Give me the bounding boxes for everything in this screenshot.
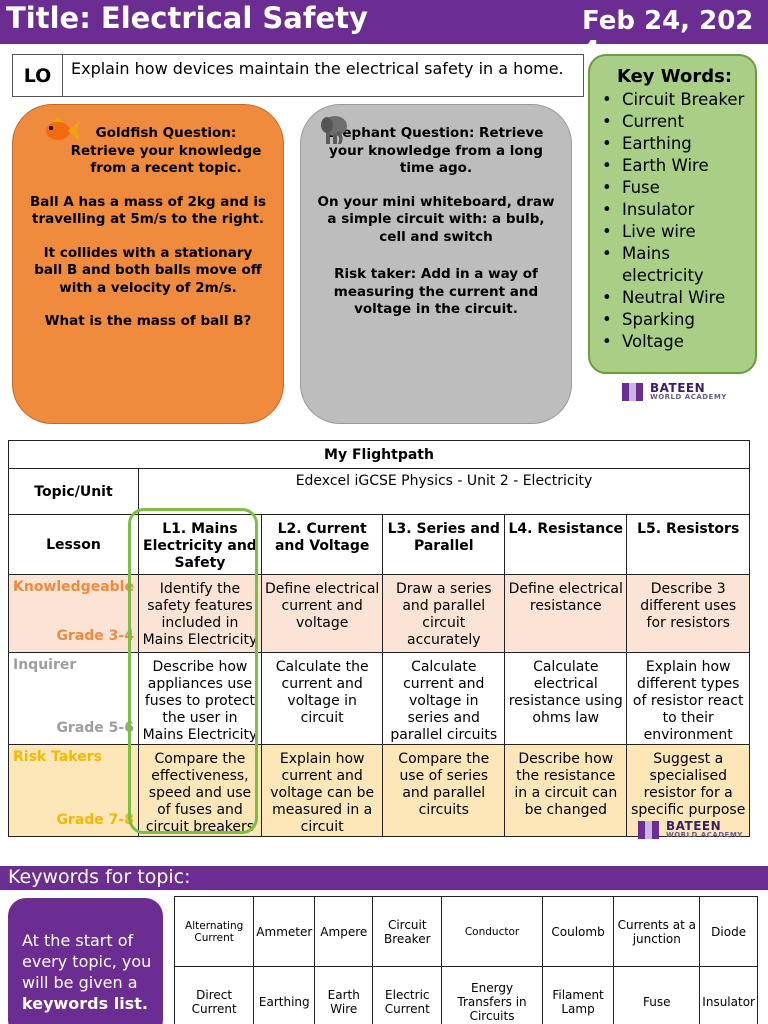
flightpath-table: My Flightpath Topic/Unit Edexcel iGCSE P… — [8, 440, 751, 837]
keywords-section-bar: Keywords for topic: — [0, 866, 768, 890]
key-word-item: Fuse — [602, 177, 747, 199]
keyword-cell: Ampere — [314, 896, 374, 967]
logo-sub: WORLD ACADEMY — [666, 831, 743, 839]
key-word-item: Current — [602, 111, 747, 133]
keyword-cell: Energy Transfers in Circuits — [441, 966, 543, 1024]
table-cell: Calculate current and voltage in series … — [382, 652, 506, 745]
table-cell: Calculate the current and voltage in cir… — [260, 652, 384, 745]
table-cell: Compare the effectiveness, speed and use… — [137, 744, 262, 837]
keyword-cell: Diode — [699, 896, 758, 967]
table-cell: Identify the safety features included in… — [137, 574, 262, 653]
keywords-table: Alternating Current Ammeter Ampere Circu… — [173, 896, 758, 1024]
school-logo: BATEEN WORLD ACADEMY — [638, 820, 743, 839]
table-cell: Describe 3 different uses for resistors — [626, 574, 750, 653]
keywords-note: At the start of every topic, you will be… — [8, 898, 163, 1024]
keyword-cell: Fuse — [613, 966, 701, 1024]
key-word-item: Earthing — [602, 133, 747, 155]
key-word-item: Live wire — [602, 221, 747, 243]
table-cell: Draw a series and parallel circuit accur… — [382, 574, 506, 653]
row-label: Risk Takers — [13, 749, 102, 765]
row-grade: Grade 5-6 — [56, 720, 134, 736]
keyword-cell: Insulator — [699, 966, 758, 1024]
elephant-icon — [321, 116, 347, 144]
logo-name: BATEEN — [666, 819, 722, 833]
elephant-text-1: On your mini whiteboard, draw a simple c… — [317, 193, 555, 245]
table-cell: Explain how current and voltage can be m… — [260, 744, 384, 837]
key-words-title: Key Words: — [616, 66, 733, 87]
table-cell: Define electrical current and voltage — [260, 574, 384, 653]
row-label: Knowledgeable — [13, 579, 134, 595]
inquirer-row-header: Inquirer Grade 5-6 — [8, 652, 139, 745]
elephant-text-2: Risk taker: Add in a way of measuring th… — [333, 266, 539, 317]
key-word-item: Sparking — [602, 309, 747, 331]
key-word-item: Mains electricity — [602, 243, 747, 287]
lesson-header: L5. Resistors — [626, 514, 750, 575]
key-words-panel: Key Words: Circuit Breaker Current Earth… — [588, 54, 757, 374]
table-row: Alternating Current Ammeter Ampere Circu… — [173, 896, 758, 967]
elephant-question-card: Elephant Question: Retrieve your knowled… — [300, 104, 572, 424]
keyword-cell: Direct Current — [173, 966, 255, 1024]
elephant-heading: Elephant Question: Retrieve your knowled… — [328, 125, 544, 176]
goldfish-icon — [46, 118, 80, 141]
logo-name: BATEEN — [650, 381, 706, 395]
key-word-item: Voltage — [602, 331, 747, 353]
school-logo: BATEEN WORLD ACADEMY — [622, 382, 727, 401]
table-cell: Define electrical resistance — [504, 574, 628, 653]
lesson-header: L2. Current and Voltage — [260, 514, 384, 575]
key-word-item: Circuit Breaker — [602, 89, 747, 111]
goldfish-heading: Goldfish Question: Retrieve your knowled… — [70, 125, 262, 176]
key-word-item: Neutral Wire — [602, 287, 747, 309]
learning-objective: LO Explain how devices maintain the elec… — [12, 54, 584, 97]
keyword-cell: Electric Current — [372, 966, 443, 1024]
table-cell: Describe how appliances use fuses to pro… — [137, 652, 262, 745]
keyword-cell: Ammeter — [253, 896, 316, 967]
lesson-header: L3. Series and Parallel — [382, 514, 506, 575]
lo-label: LO — [13, 55, 63, 96]
keywords-note-text: At the start of every topic, you will be… — [22, 931, 152, 992]
table-cell: Explain how different types of resistor … — [626, 652, 750, 745]
topic-value: Edexcel iGCSE Physics - Unit 2 - Electri… — [137, 468, 751, 515]
goldfish-text-3: What is the mass of ball B? — [44, 313, 252, 329]
row-label: Inquirer — [13, 657, 77, 673]
lesson-header: L4. Resistance — [504, 514, 628, 575]
table-cell: Compare the use of series and parallel c… — [382, 744, 506, 837]
keyword-cell: Alternating Current — [173, 896, 255, 967]
logo-mark-icon — [638, 820, 660, 839]
table-cell: Calculate electrical resistance using oh… — [504, 652, 628, 745]
row-grade: Grade 7-8 — [56, 812, 134, 828]
flightpath-title: My Flightpath — [8, 440, 750, 469]
goldfish-text-2: It collides with a stationary ball B and… — [34, 244, 262, 296]
row-grade: Grade 3-4 — [56, 628, 134, 644]
key-word-item: Earth Wire — [602, 155, 747, 177]
risk-takers-row-header: Risk Takers Grade 7-8 — [8, 744, 139, 837]
logo-mark-icon — [622, 382, 644, 401]
goldfish-question-card: Goldfish Question: Retrieve your knowled… — [12, 104, 284, 424]
keywords-section-title: Keywords for topic: — [8, 866, 191, 888]
lesson-label: Lesson — [8, 514, 139, 575]
table-cell: Describe how the resistance in a circuit… — [504, 744, 628, 837]
keyword-cell: Conductor — [441, 896, 543, 967]
keyword-cell: Earth Wire — [314, 966, 374, 1024]
topic-label: Topic/Unit — [8, 468, 139, 515]
goldfish-text-1: Ball A has a mass of 2kg and is travelli… — [29, 193, 267, 228]
keyword-cell: Coulomb — [541, 896, 615, 967]
page-date: Feb 24, 2024 — [582, 6, 754, 44]
keywords-note-bold: keywords list. — [22, 994, 148, 1013]
logo-sub: WORLD ACADEMY — [650, 393, 727, 401]
keyword-cell: Earthing — [253, 966, 316, 1024]
lo-text: Explain how devices maintain the electri… — [71, 59, 564, 78]
title-bar: Title: Electrical Safety Feb 24, 2024 — [0, 0, 768, 44]
keyword-cell: Currents at a junction — [613, 896, 701, 967]
key-words-list: Circuit Breaker Current Earthing Earth W… — [602, 89, 747, 353]
table-row: Direct Current Earthing Earth Wire Elect… — [173, 966, 758, 1024]
key-word-item: Insulator — [602, 199, 747, 221]
keyword-cell: Circuit Breaker — [372, 896, 443, 967]
keyword-cell: Filament Lamp — [541, 966, 615, 1024]
lesson-header: L1. Mains Electricity and Safety — [137, 514, 262, 575]
page-title: Title: Electrical Safety — [6, 1, 368, 35]
knowledgeable-row-header: Knowledgeable Grade 3-4 — [8, 574, 139, 653]
